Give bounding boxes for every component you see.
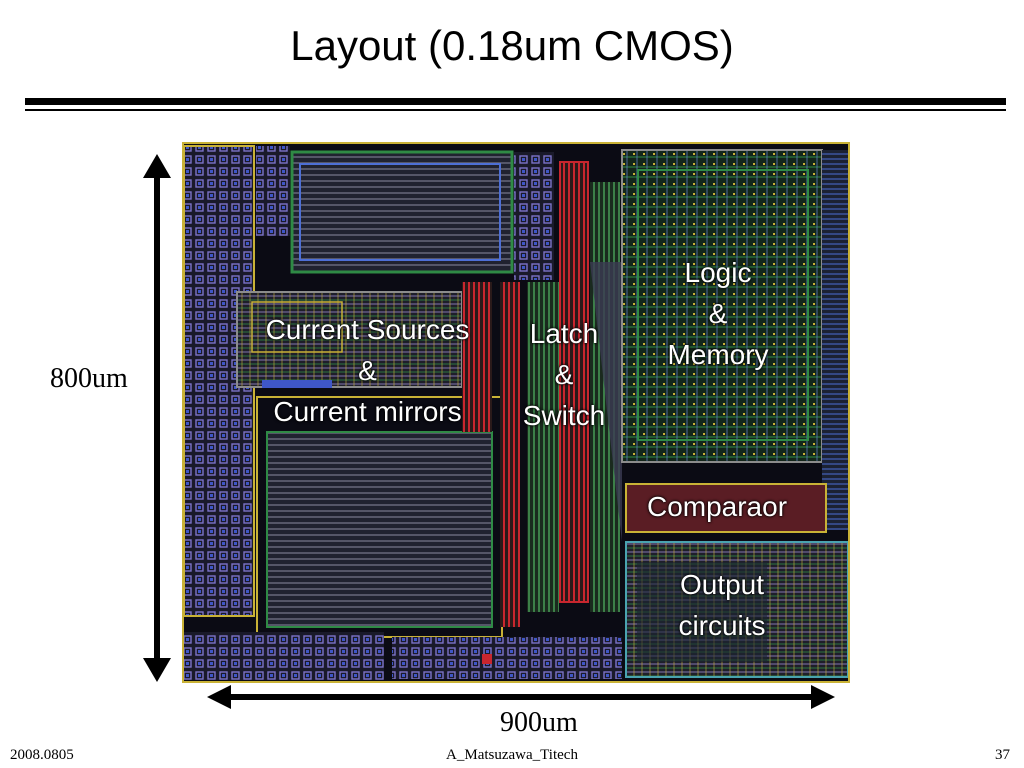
title-rule-thick (25, 98, 1006, 105)
label-latch-switch-line1: Latch (529, 318, 599, 349)
height-arrow (143, 154, 171, 682)
footer-author: A_Matsuzawa_Titech (446, 747, 578, 763)
label-current-sources: Current Sources & Current mirrors (240, 309, 495, 432)
label-logic-memory-line2: & (708, 298, 728, 329)
label-latch-switch: Latch & Switch (508, 313, 620, 436)
height-dimension-label: 800um (50, 363, 128, 394)
label-current-sources-line3: Current mirrors (273, 396, 462, 427)
label-output-circuits-line1: Output (679, 569, 765, 600)
footer-page-number: 37 (995, 747, 1010, 763)
label-output-circuits-line2: circuits (678, 610, 766, 641)
title-rule-thin (25, 109, 1006, 111)
slide-title: Layout (0.18um CMOS) (290, 22, 734, 69)
label-logic-memory-line3: Memory (667, 339, 769, 370)
label-current-sources-line1: Current Sources (265, 314, 470, 345)
width-dimension-label: 900um (500, 707, 578, 738)
label-logic-memory: Logic & Memory (648, 252, 788, 375)
label-current-sources-line2: & (358, 355, 377, 386)
label-comparator: Comparaor (646, 491, 788, 522)
footer-date: 2008.0805 (10, 747, 74, 763)
label-logic-memory-line1: Logic (684, 257, 752, 288)
label-latch-switch-line3: Switch (522, 400, 606, 431)
label-latch-switch-line2: & (554, 359, 574, 390)
width-arrow (207, 685, 835, 709)
label-output-circuits: Output circuits (652, 564, 792, 646)
chip-layout-image (182, 142, 850, 683)
